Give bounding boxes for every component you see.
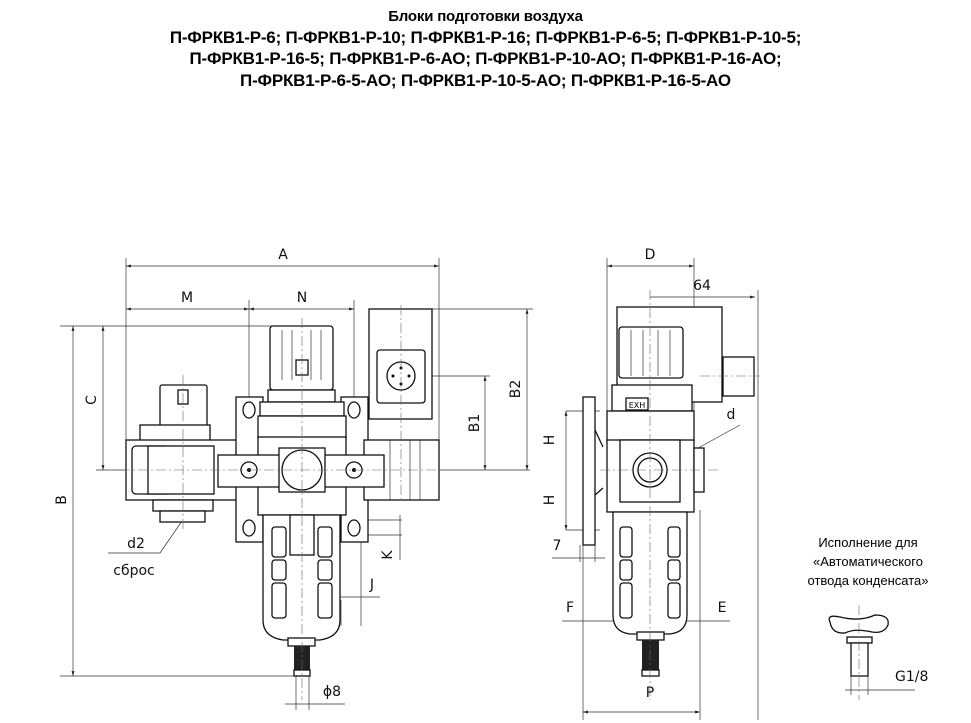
label-k: K <box>380 550 396 560</box>
side-view: EXH D 64 d H H 7 F E P <box>542 247 760 720</box>
drain-fitting <box>294 646 310 672</box>
model-list-line-1: П-ФРКВ1-Р-6; П-ФРКВ1-Р-10; П-ФРКВ1-Р-16;… <box>169 28 802 47</box>
regulator-knob <box>269 325 334 391</box>
label-exhaust: сброс <box>113 563 154 579</box>
label-f: F <box>566 600 574 616</box>
drawing-title: Блоки подготовки воздуха <box>388 8 583 25</box>
label-64: 64 <box>693 278 711 294</box>
regulator-knob-side <box>618 326 684 379</box>
inset-caption: Исполнение для «Автоматического отвода к… <box>780 533 956 590</box>
d2-leader-line <box>108 520 183 554</box>
label-j: J <box>369 577 374 593</box>
dimension-lines-j-k <box>340 515 402 626</box>
label-c: C <box>84 395 100 405</box>
label-b1: B1 <box>467 414 483 433</box>
drain-fitting-side <box>642 640 659 670</box>
auto-drain-fitting <box>850 642 869 677</box>
label-b2: B2 <box>508 380 524 399</box>
bowl-fragment <box>828 614 889 634</box>
inset-caption-line-2: «Автоматического <box>813 554 923 569</box>
label-h-lower: H <box>542 495 558 506</box>
model-list-line-3: П-ФРКВ1-Р-6-5-АО; П-ФРКВ1-Р-10-5-АО; П-Ф… <box>240 71 731 90</box>
dimension-line-phi8 <box>285 676 345 710</box>
label-phi8: ϕ8 <box>323 684 341 700</box>
front-view: A M N B C B1 B2 K J d2 сброс ϕ8 <box>54 247 533 710</box>
label-n: N <box>297 290 307 306</box>
auto-drain-inset: G1/8 <box>828 605 928 700</box>
exh-marking-box <box>625 397 649 411</box>
label-g18: G1/8 <box>895 669 928 685</box>
label-a: A <box>278 247 288 263</box>
inset-caption-line-3: отвода конденсата» <box>807 573 929 588</box>
label-7: 7 <box>553 538 562 554</box>
exh-marking: EXH <box>629 401 646 410</box>
inset-caption-line-1: Исполнение для <box>818 535 918 550</box>
label-d2: d2 <box>127 536 145 552</box>
model-list-line-2: П-ФРКВ1-Р-16-5; П-ФРКВ1-Р-6-АО; П-ФРКВ1-… <box>189 49 782 68</box>
label-h-upper: H <box>542 435 558 446</box>
label-e: E <box>718 600 727 616</box>
label-b: B <box>54 495 70 505</box>
label-p: P <box>646 685 654 701</box>
label-d-port: d <box>727 407 736 423</box>
label-m: M <box>181 290 193 306</box>
solenoid-connector <box>722 356 755 397</box>
label-d: D <box>645 247 656 263</box>
side-bracket <box>582 396 596 546</box>
